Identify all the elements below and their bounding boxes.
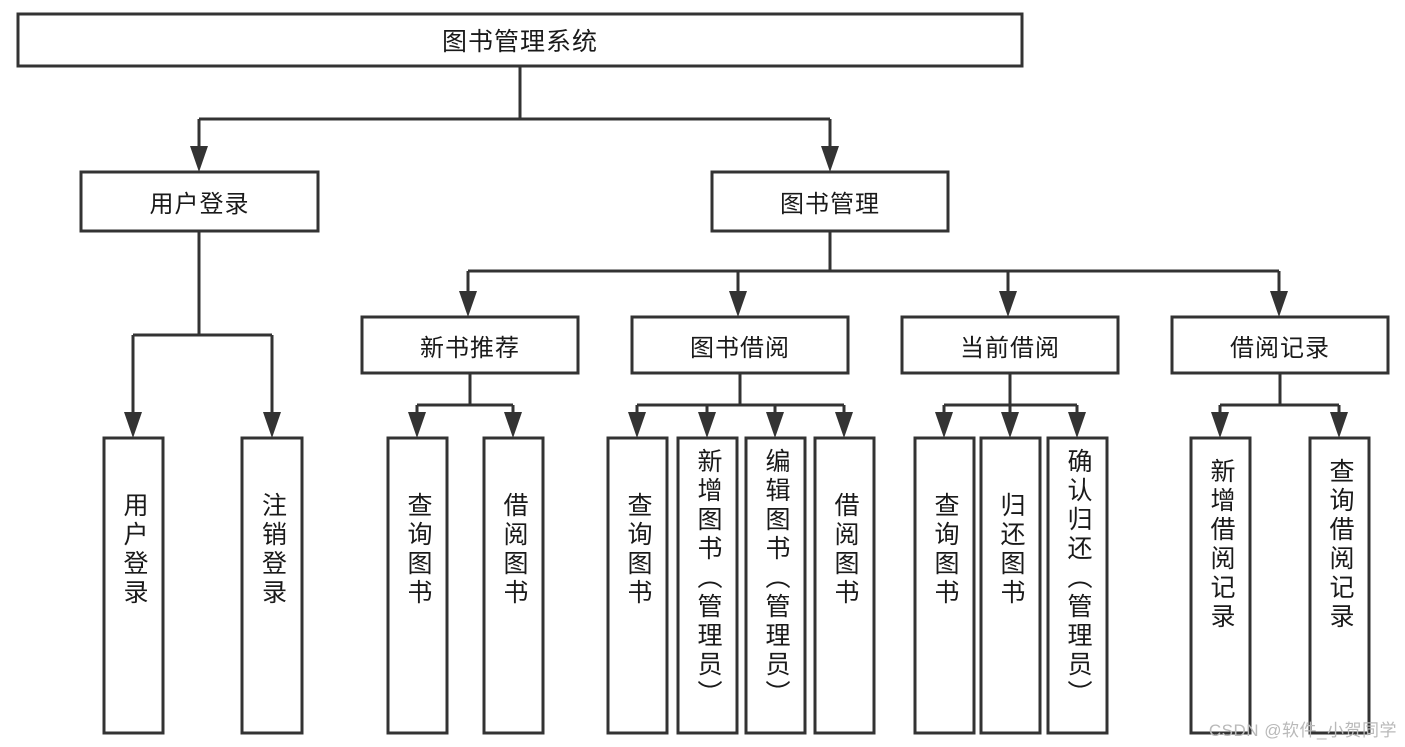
node-box-leaf[interactable] [1308,436,1371,735]
arrow-icon [408,412,426,438]
arrow-icon [835,412,853,438]
arrow-icon [1001,412,1019,438]
node-box-leaf[interactable] [102,436,165,735]
node-box-leaf[interactable] [240,436,304,735]
node-box-leaf[interactable] [676,436,739,735]
node-box-new-book-recommend[interactable] [360,315,580,375]
arrow-icon [698,412,716,438]
node-box-leaf[interactable] [744,436,807,735]
arrow-icon [1270,291,1288,317]
node-box-user-login[interactable] [79,170,320,233]
arrow-icon [628,412,646,438]
arrow-icon [821,146,839,172]
arrow-icon [263,412,281,438]
arrow-icon [999,291,1017,317]
arrow-icon [459,291,477,317]
node-box-leaf[interactable] [1189,436,1252,735]
node-box-leaf[interactable] [386,436,449,735]
node-box-leaf[interactable] [482,436,545,735]
node-box-borrow-record[interactable] [1170,315,1390,375]
node-box-leaf[interactable] [606,436,669,735]
arrow-icon [1211,412,1229,438]
arrow-icon [729,291,747,317]
node-box-root[interactable] [16,12,1024,68]
arrow-icon [1330,412,1348,438]
node-box-book-borrow[interactable] [630,315,850,375]
node-box-current-borrow[interactable] [900,315,1120,375]
node-box-leaf[interactable] [979,436,1042,735]
node-box-leaf[interactable] [813,436,876,735]
node-box-leaf[interactable] [913,436,976,735]
node-box-book-management[interactable] [710,170,950,233]
node-box-leaf[interactable] [1046,436,1109,735]
arrow-icon [190,146,208,172]
arrow-icon [504,412,522,438]
arrow-icon [124,412,142,438]
arrow-icon [1068,412,1086,438]
arrow-icon [766,412,784,438]
arrow-icon [935,412,953,438]
